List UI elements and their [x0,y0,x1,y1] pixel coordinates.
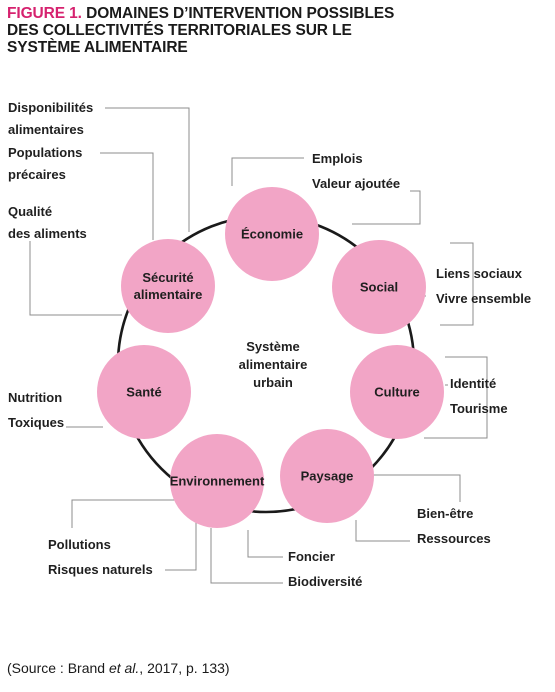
node-label-economie: Économie [241,227,303,242]
node-label-paysage: Paysage [301,469,354,484]
center-node: Système alimentaire urbain [239,339,308,390]
leaf-paysage-1: Bien-être [417,506,473,521]
leaf-label: Foncier [288,549,335,564]
leaf-label: Risques naturels [48,562,153,577]
node-label-sante: Santé [126,385,161,400]
node-paysage: Paysage [280,429,374,523]
connector-line-8 [355,520,410,542]
node-circle-paysage [280,429,374,523]
source-citation: (Source : Brand et al., 2017, p. 133) [7,660,230,676]
leaf-environnement-4: Risques naturels [48,562,153,577]
leaf-social-1: Liens sociaux [436,266,523,281]
leaf-securite-1: Disponibilités alimentaires [8,100,93,137]
leaf-label: Toxiques [8,415,64,430]
leaf-label: précaires [8,167,66,182]
figure-title-line-3: SYSTÈME ALIMENTAIRE [7,39,188,56]
node-label-social: Social [360,280,398,295]
leaf-label: Emplois [312,151,363,166]
node-label-securite: Sécurité [142,270,193,285]
leaf-culture-2: Tourisme [450,401,508,416]
node-label-culture: Culture [374,385,420,400]
connector-line-2 [352,190,421,225]
connector-line-5 [424,356,488,439]
source-suffix: , 2017, p. 133) [139,660,230,676]
leaf-label: Qualité [8,204,52,219]
node-circle-sante [97,345,191,439]
node-economie: Économie [225,187,319,281]
connector-line-11 [210,528,283,584]
node-circle-social [332,240,426,334]
leaf-label: Populations [8,145,82,160]
leaf-label: Nutrition [8,390,62,405]
connector-line-12 [247,530,283,558]
figure-title-line-1: DOMAINES D’INTERVENTION POSSIBLES [86,5,395,22]
leaf-culture-1: Identité [450,376,496,391]
leaf-social-2: Vivre ensemble [436,291,531,306]
node-circle-environnement [170,434,264,528]
leaf-label: Vivre ensemble [436,291,531,306]
node-environnement: Environnement [170,434,265,528]
node-label-securite: alimentaire [134,287,203,302]
figure-title-line-2: DES COLLECTIVITÉS TERRITORIALES SUR LE [7,22,352,39]
leaf-label: alimentaires [8,122,84,137]
leaf-environnement-3: Pollutions [48,537,111,552]
leaf-label: Pollutions [48,537,111,552]
connector-line-15 [100,152,154,240]
leaf-label: Valeur ajoutée [312,176,400,191]
leaf-environnement-1: Foncier [288,549,335,564]
connector-line-1 [231,157,304,186]
center-label: Système [246,339,299,354]
leaf-label: des aliments [8,226,87,241]
leaf-securite-3: Qualité des aliments [8,204,87,241]
source-italic: et al. [108,660,140,676]
node-culture: Culture [350,345,444,439]
node-securite: Sécurité alimentaire [121,239,215,333]
leaf-label: Bien-être [417,506,473,521]
leaf-label: Tourisme [450,401,508,416]
leaf-label: Ressources [417,531,491,546]
source-prefix: (Source : Brand [7,660,109,676]
leaf-environnement-2: Biodiversité [288,574,362,589]
connector-line-7 [372,474,461,502]
center-label: urbain [253,375,293,390]
connector-line-16 [29,241,122,316]
figure-title: FIGURE 1. DOMAINES D’INTERVENTION POSSIB… [7,5,547,56]
node-circle-culture [350,345,444,439]
leaf-label: Disponibilités [8,100,93,115]
leaf-economie-1: Emplois [312,151,363,166]
figure-label: FIGURE 1. [7,5,82,22]
leaf-label: Biodiversité [288,574,362,589]
connector-line-14 [105,107,190,232]
connector-line-3 [440,242,474,326]
leaf-securite-2: Populations précaires [8,145,82,182]
leaf-sante-1: Nutrition [8,390,62,405]
node-sante: Santé [97,345,191,439]
leaf-label: Identité [450,376,496,391]
leaf-paysage-2: Ressources [417,531,491,546]
leaf-label: Liens sociaux [436,266,523,281]
connector-line-9 [165,506,197,571]
node-label-environnement: Environnement [170,474,265,489]
leaf-economie-2: Valeur ajoutée [312,176,400,191]
center-label: alimentaire [239,357,308,372]
node-circle-securite [121,239,215,333]
node-circle-economie [225,187,319,281]
connectors [29,107,488,584]
node-social: Social [332,240,426,334]
connector-line-10 [71,499,185,528]
leaf-sante-2: Toxiques [8,415,64,430]
